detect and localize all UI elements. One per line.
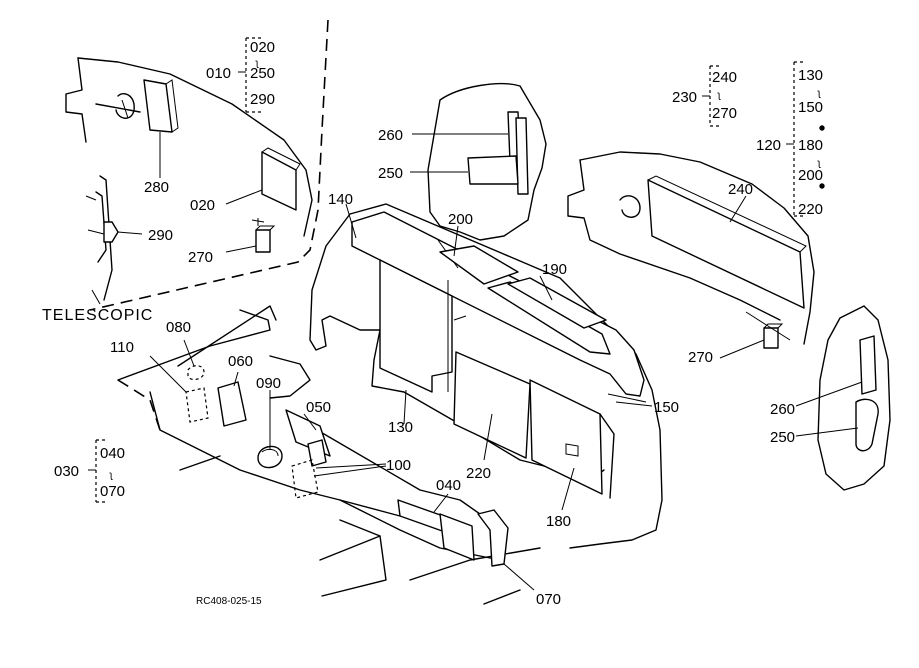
callout-270-top: 270	[712, 105, 737, 122]
callout-030: 030	[54, 463, 79, 480]
bracket-030	[88, 439, 108, 503]
leader-130	[403, 389, 407, 425]
bracket-120-tilde-1: ʅ	[817, 88, 821, 99]
callout-090: 090	[256, 375, 281, 392]
left-door-panel	[65, 57, 313, 237]
callout-050: 050	[306, 399, 331, 416]
callout-040: 040	[436, 477, 461, 494]
callout-010: 010	[206, 65, 231, 82]
bracket-010	[238, 37, 262, 113]
bracket-030-tilde: ʅ	[109, 470, 113, 481]
bracket-230-tilde: ʅ	[717, 90, 721, 101]
leader-150	[615, 401, 653, 407]
leader-180	[561, 467, 575, 511]
part-280-pad	[143, 79, 179, 178]
callout-200: 200	[448, 211, 473, 228]
far-right-door-panel	[795, 305, 891, 491]
callout-220: 220	[466, 465, 491, 482]
callout-130-top: 130	[798, 67, 823, 84]
callout-150-top: 150	[798, 99, 823, 116]
callout-070-bracket: 070	[100, 483, 125, 500]
floor-trim-assembly	[117, 305, 541, 605]
callout-120: 120	[756, 137, 781, 154]
callout-290-top: 290	[250, 91, 275, 108]
telescopic-hinge-assembly	[85, 175, 143, 305]
callout-270-left: 270	[188, 249, 213, 266]
callout-150: 150	[654, 399, 679, 416]
callout-270-right: 270	[688, 349, 713, 366]
part-040-strip	[397, 493, 475, 561]
part-050-and-100	[285, 409, 387, 499]
callout-040-bracket: 040	[100, 445, 125, 462]
callout-260-mid: 260	[378, 127, 403, 144]
leader-220	[483, 413, 493, 461]
part-190-strip	[507, 275, 607, 329]
callout-070: 070	[536, 591, 561, 608]
callout-280: 280	[144, 179, 169, 196]
bracket-230	[702, 65, 722, 127]
callout-230: 230	[672, 89, 697, 106]
part-270-block-right	[719, 311, 791, 359]
callout-100: 100	[386, 457, 411, 474]
bracket-010-tilde: ʅ	[255, 58, 259, 69]
callout-190: 190	[542, 261, 567, 278]
callout-260-right: 260	[770, 401, 795, 418]
drawing-code: RC408-025-15	[196, 596, 262, 607]
bracket-120	[786, 61, 825, 217]
callout-020: 020	[190, 197, 215, 214]
middle-top-panel	[410, 83, 547, 241]
group-dashed-line	[89, 19, 329, 311]
callout-180: 180	[546, 513, 571, 530]
bracket-120-tilde-2: ʅ	[817, 158, 821, 169]
callout-180-top: 180	[798, 137, 823, 154]
callout-250-right: 250	[770, 429, 795, 446]
rear-panel-main	[309, 203, 663, 549]
callout-130: 130	[388, 419, 413, 436]
part-070-clip	[477, 509, 535, 591]
part-270-block-left	[225, 218, 276, 253]
callout-140: 140	[328, 191, 353, 208]
right-door-panel	[567, 151, 815, 345]
callout-250-top: 250	[250, 65, 275, 82]
part-200-pad	[439, 225, 519, 285]
callout-220-top: 220	[798, 201, 823, 218]
callout-080: 080	[166, 319, 191, 336]
callout-200-top: 200	[798, 167, 823, 184]
part-090-grommet	[257, 390, 283, 469]
callout-060: 060	[228, 353, 253, 370]
callout-250-mid: 250	[378, 165, 403, 182]
part-020-pad	[225, 147, 301, 211]
callout-110: 110	[110, 339, 134, 356]
part-110-and-080	[149, 339, 209, 423]
callout-290: 290	[148, 227, 173, 244]
callout-020-top: 020	[250, 39, 275, 56]
callout-240-top: 240	[712, 69, 737, 86]
callout-240: 240	[728, 181, 753, 198]
part-060-pad	[217, 371, 247, 427]
label-telescopic: TELESCOPIC	[42, 307, 153, 324]
